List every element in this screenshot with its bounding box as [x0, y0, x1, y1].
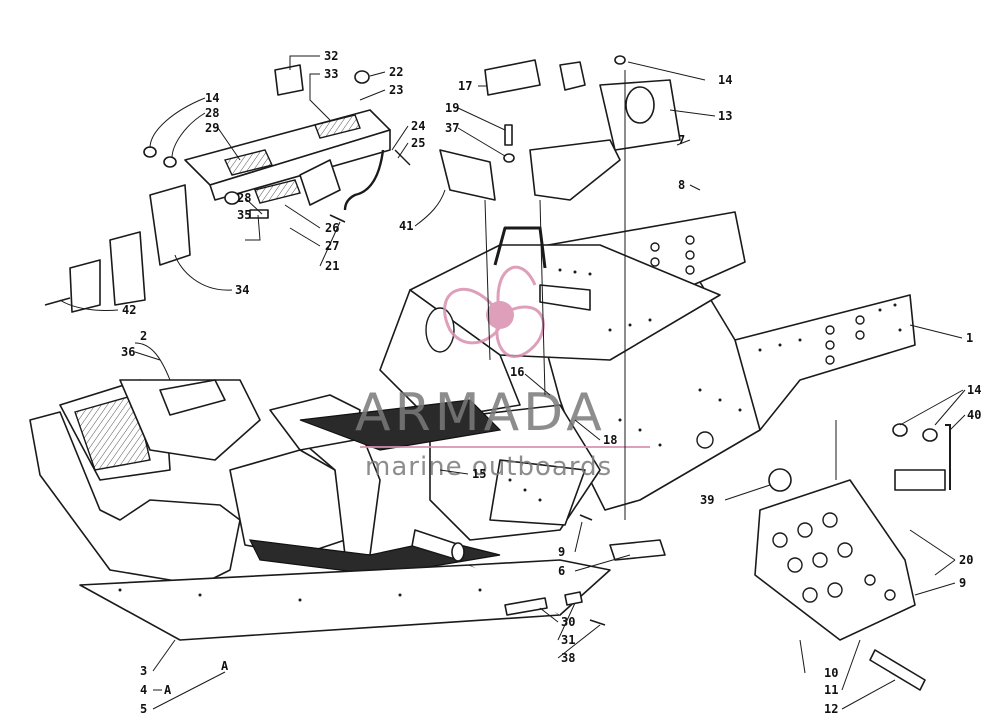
callout-15: 15: [472, 467, 486, 481]
console-bracket-assembly: [143, 64, 411, 223]
callout-40: 40: [967, 408, 981, 422]
callout-3: 3: [140, 664, 147, 678]
callout-7: 7: [678, 133, 685, 147]
callout-23: 23: [389, 83, 403, 97]
callout-8: 8: [678, 178, 685, 192]
propeller-logo: [443, 265, 545, 358]
callout-a-marker: A: [221, 659, 229, 673]
watermark-tagline: marine outboards: [365, 452, 612, 482]
callout-36: 36: [121, 345, 135, 359]
hardware-fasteners: [504, 514, 606, 626]
callout-28: 28: [205, 106, 219, 120]
callout-28: 28: [237, 191, 251, 205]
callout-18: 18: [603, 433, 617, 447]
callout-30: 30: [561, 615, 575, 629]
callout-13: 13: [718, 109, 732, 123]
callout-11: 11: [824, 683, 838, 697]
callout-27: 27: [325, 239, 339, 253]
callout-38: 38: [561, 651, 575, 665]
callout-22: 22: [389, 65, 403, 79]
callout-19: 19: [445, 101, 459, 115]
callout-16: 16: [510, 365, 524, 379]
watermark-brand: ARMADA: [355, 383, 606, 443]
callout-a-marker: A: [164, 683, 172, 697]
callout-29: 29: [205, 121, 219, 135]
callout-33: 33: [324, 67, 338, 81]
callout-24: 24: [411, 119, 425, 133]
callout-35: 35: [237, 208, 251, 222]
callout-14: 14: [718, 73, 732, 87]
callout-14: 14: [205, 91, 219, 105]
callout-10: 10: [824, 666, 838, 680]
callout-25: 25: [411, 136, 425, 150]
callout-21: 21: [325, 259, 339, 273]
callout-1: 1: [966, 331, 973, 345]
callout-31: 31: [561, 633, 575, 647]
callout-26: 26: [325, 221, 339, 235]
steering-bracket: [44, 184, 191, 313]
callout-labels: 32 33 22 23 14 28 29 24 25 17 14 13 19 3…: [121, 49, 981, 716]
callout-32: 32: [324, 49, 338, 63]
callout-6: 6: [558, 564, 565, 578]
callout-9: 9: [959, 576, 966, 590]
callout-17: 17: [458, 79, 472, 93]
callout-14: 14: [967, 383, 981, 397]
rear-suspension-bracket: [439, 55, 681, 201]
callout-37: 37: [445, 121, 459, 135]
callout-20: 20: [959, 553, 973, 567]
callout-39: 39: [700, 493, 714, 507]
leader-lines: [59, 55, 966, 710]
rivet-holes: [118, 268, 902, 602]
skid-plate: [609, 423, 951, 691]
callout-4: 4: [140, 683, 147, 697]
callout-5: 5: [140, 702, 147, 716]
callout-2: 2: [140, 329, 147, 343]
armada-watermark: ARMADA marine outboards: [355, 265, 650, 482]
callout-42: 42: [122, 303, 136, 317]
callout-41: 41: [399, 219, 413, 233]
callout-9: 9: [558, 545, 565, 559]
callout-34: 34: [235, 283, 249, 297]
callout-12: 12: [824, 702, 838, 716]
